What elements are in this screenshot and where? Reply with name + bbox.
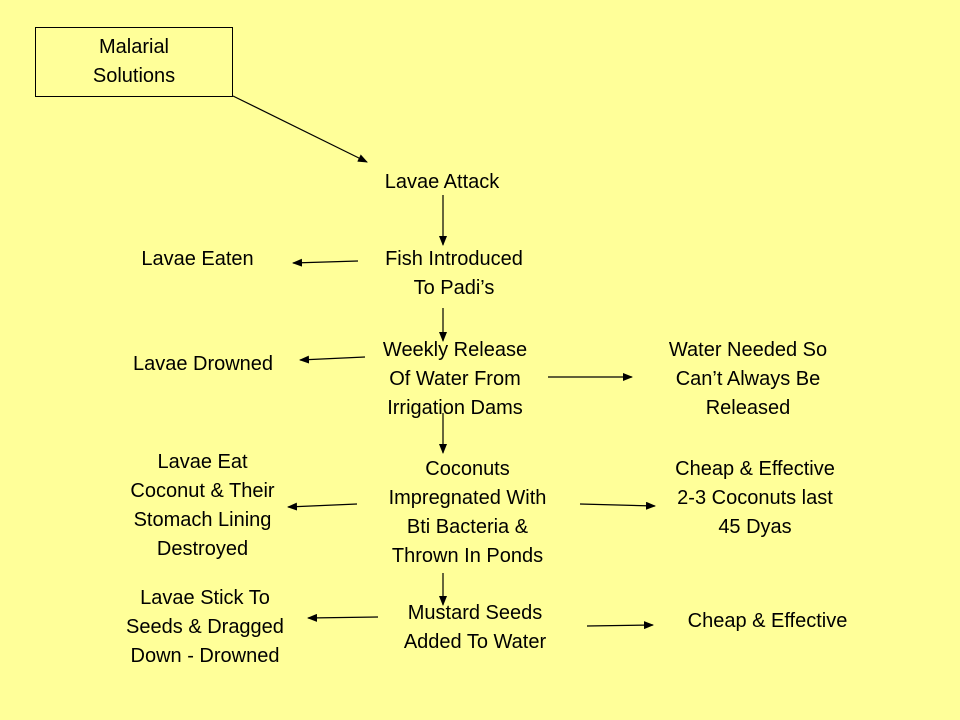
node-mustard-seeds: Mustard Seeds Added To Water — [403, 602, 547, 653]
node-lavae-eat-coconut: Lavae Eat Coconut & Their Stomach Lining… — [130, 451, 275, 560]
node-weekly-release: Weekly Release Of Water From Irrigation … — [382, 339, 528, 419]
title-box: Malarial Solutions — [35, 27, 233, 97]
node-lavae-eaten: Lavae Eaten — [141, 248, 254, 270]
node-fish-introduced: Fish Introduced To Padi’s — [385, 248, 523, 299]
arrow-coconuts-to-cheap — [579, 501, 656, 510]
node-cheap-effective-mustard: Cheap & Effective — [687, 610, 848, 632]
node-lavae-stick: Lavae Stick To Seeds & Dragged Down - Dr… — [126, 587, 284, 667]
node-water-needed: Water Needed So Can’t Always Be Released — [668, 339, 828, 419]
arrow-coconuts-to-eat — [287, 502, 358, 511]
node-cheap-effective-coconut: Cheap & Effective 2-3 Coconuts last 45 D… — [675, 458, 835, 538]
arrow-mustard-to-stick — [307, 613, 379, 622]
arrow-mustard-to-cheap — [586, 621, 654, 630]
arrow-fish-to-eaten — [292, 258, 359, 267]
title-text: Malarial Solutions — [92, 36, 176, 87]
node-lavae-attack: Lavae Attack — [384, 171, 500, 193]
arrow-weekly-to-drowned — [299, 355, 366, 364]
arrow-title-to-attack — [232, 95, 368, 163]
node-lavae-drowned: Lavae Drowned — [132, 353, 274, 375]
node-coconuts: Coconuts Impregnated With Bti Bacteria &… — [388, 458, 547, 567]
